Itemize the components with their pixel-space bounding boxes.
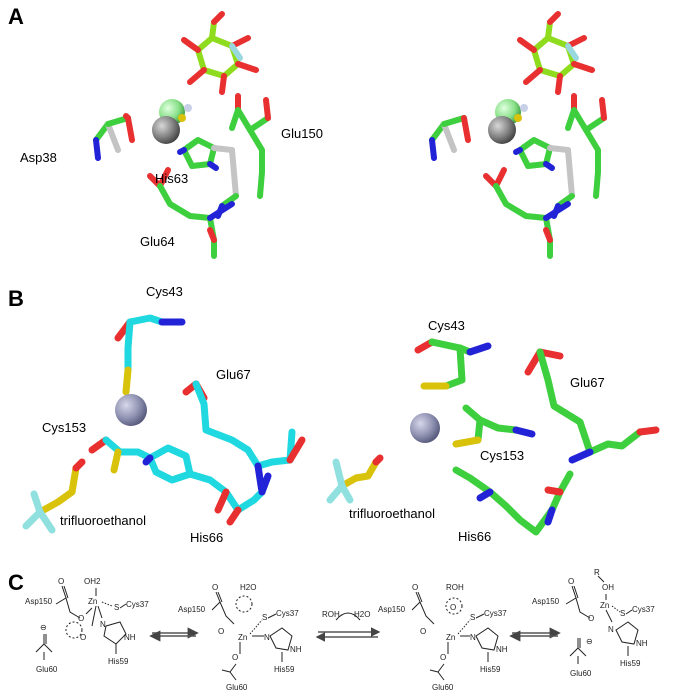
label-b-left-tfe: trifluoroethanol	[60, 513, 146, 528]
s4-o2: O	[588, 614, 594, 623]
s4-oh: OH	[602, 583, 614, 592]
tfe-right	[326, 454, 384, 504]
scheme-structure-2: Asp150 O O H2O Zn S Cys37 N NH His59 O G…	[178, 583, 302, 690]
panel-label-c: C	[8, 570, 24, 595]
label-b-left-cys153: Cys153	[42, 420, 86, 435]
label-glu150: Glu150	[281, 126, 323, 141]
s2-s: S	[262, 613, 267, 622]
panel-a-right-stereo	[429, 11, 607, 259]
s3-glu: Glu60	[432, 683, 454, 690]
panel-label-b: B	[8, 286, 24, 311]
zinc-sphere-right	[410, 413, 440, 443]
panel-a-structure	[93, 11, 607, 259]
panel-a-left-stereo	[93, 11, 271, 259]
label-his63: His63	[155, 171, 188, 186]
s4-zn: Zn	[600, 601, 609, 610]
s3-s: S	[470, 613, 475, 622]
s3-nh: NH	[496, 645, 508, 654]
panel-c-scheme: Asp150 O O Zn OH2 S Cys37 O N NH His59 ⊖	[25, 568, 655, 690]
scheme-structure-4: Asp150 O O R OH Zn S Cys37 N NH His59 ⊖ …	[532, 568, 655, 678]
s4-r: R	[594, 568, 600, 577]
s2-o3: O	[232, 653, 238, 662]
s3-his: His59	[480, 665, 501, 674]
s4-minus: ⊖	[586, 637, 593, 646]
s1-oh2: OH2	[84, 577, 101, 586]
s3-o3: O	[440, 653, 446, 662]
s3-o1: O	[412, 583, 418, 592]
label-asp38: Asp38	[20, 150, 57, 165]
s4-asp: Asp150	[532, 597, 560, 606]
label-b-right-tfe: trifluoroethanol	[349, 506, 435, 521]
label-b-right-cys153: Cys153	[480, 448, 524, 463]
scheme-structure-1: Asp150 O O Zn OH2 S Cys37 O N NH His59 ⊖	[25, 577, 149, 674]
s1-n: N	[100, 620, 106, 629]
s3-zn: Zn	[446, 633, 455, 642]
s2-n: N	[264, 633, 270, 642]
panel-b-structure	[22, 314, 660, 536]
s1-o2: O	[78, 614, 84, 623]
label-b-left-cys43: Cys43	[146, 284, 183, 299]
panel-b-left	[88, 314, 306, 526]
s2-zn: Zn	[238, 633, 247, 642]
s4-nh: NH	[636, 639, 648, 648]
s4-glu: Glu60	[570, 669, 592, 678]
s2-nh: NH	[290, 645, 302, 654]
s4-o1: O	[568, 577, 574, 586]
s2-o2: O	[218, 627, 224, 636]
s3-o2: O	[420, 627, 426, 636]
s2-o1: O	[212, 583, 218, 592]
panel-label-a: A	[8, 4, 24, 29]
arrow-h2o-label: H2O	[354, 610, 370, 619]
s4-cys: Cys37	[632, 605, 655, 614]
metal-sphere-grey	[152, 116, 180, 144]
s4-s: S	[620, 609, 625, 618]
s1-asp: Asp150	[25, 597, 53, 606]
label-b-left-glu67: Glu67	[216, 367, 251, 382]
s1-glu: Glu60	[36, 665, 58, 674]
s2-asp: Asp150	[178, 605, 206, 614]
panel-b-right	[414, 338, 660, 536]
s3-n: N	[470, 633, 476, 642]
label-b-right-cys43: Cys43	[428, 318, 465, 333]
s4-his: His59	[620, 659, 641, 668]
label-b-left-his66: His66	[190, 530, 223, 545]
s2-cys: Cys37	[276, 609, 299, 618]
s1-s: S	[114, 603, 119, 612]
s3-cys: Cys37	[484, 609, 507, 618]
tfe-left	[22, 458, 86, 534]
s3-o4: O	[450, 603, 456, 612]
s3-roh: ROH	[446, 583, 464, 592]
label-b-right-his66: His66	[458, 529, 491, 544]
arrow-roh-label: ROH	[322, 610, 340, 619]
s1-o1: O	[58, 577, 64, 586]
arrow-exchange-curve	[335, 612, 361, 621]
scheme-structure-3: Asp150 O O ROH O Zn S Cys37 N NH His59 O…	[378, 583, 508, 690]
s1-o3: O	[80, 633, 86, 642]
s2-his: His59	[274, 665, 295, 674]
s1-his: His59	[108, 657, 129, 666]
label-glu64: Glu64	[140, 234, 175, 249]
s1-nh: NH	[124, 633, 136, 642]
s1-minus: ⊖	[40, 623, 47, 632]
s1-cys: Cys37	[126, 600, 149, 609]
s2-h2o: H2O	[240, 583, 256, 592]
label-b-right-glu67: Glu67	[570, 375, 605, 390]
s1-zn: Zn	[88, 597, 97, 606]
s3-asp: Asp150	[378, 605, 406, 614]
zinc-sphere-left	[115, 394, 147, 426]
s2-glu: Glu60	[226, 683, 248, 690]
s4-n: N	[608, 625, 614, 634]
